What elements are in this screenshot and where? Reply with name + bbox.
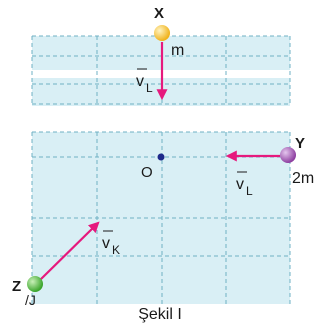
- ball-z-velocity: v: [102, 235, 110, 252]
- center-label: O: [141, 164, 153, 181]
- ball-z-group: Z /J v K: [12, 221, 120, 308]
- ball-y-group: Y 2m v L: [225, 135, 314, 198]
- ball-z: [27, 276, 43, 292]
- center-point-o: [157, 153, 165, 161]
- velocity-arrow-z: [39, 221, 100, 281]
- figure-caption: Şekil I: [138, 306, 182, 323]
- ball-y: [280, 147, 296, 163]
- ball-y-velocity-sub: L: [246, 184, 253, 198]
- main-grid: [31, 131, 291, 304]
- ball-z-label: Z: [12, 278, 21, 295]
- ball-x-label: X: [154, 5, 164, 22]
- ball-x-group: X m v L: [136, 5, 184, 101]
- ball-x-velocity: v: [136, 73, 144, 90]
- ball-x: [154, 25, 170, 41]
- ball-x-velocity-sub: L: [146, 81, 153, 95]
- ball-y-mass: 2m: [292, 170, 314, 187]
- ball-x-mass: m: [171, 42, 184, 59]
- extra-mark: /J: [25, 292, 36, 308]
- ball-y-velocity: v: [236, 176, 244, 193]
- ball-y-label: Y: [295, 135, 305, 152]
- ball-z-velocity-sub: K: [112, 243, 120, 257]
